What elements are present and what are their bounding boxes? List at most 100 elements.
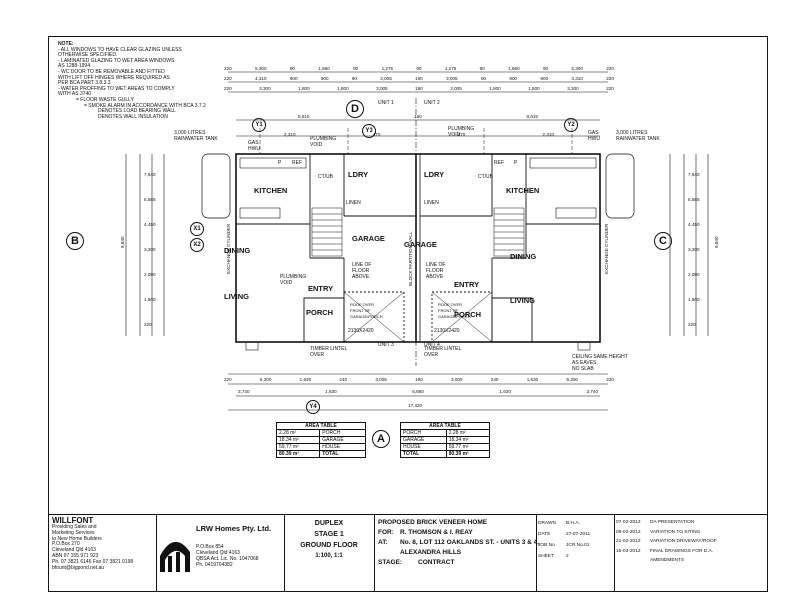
- title-block-divider: [284, 514, 285, 592]
- address: No. 8, LOT 112 OAKLANDS ST. - UNITS 3 & …: [400, 539, 540, 546]
- grid-y3: Y3: [362, 124, 376, 138]
- island-bench: [239, 207, 281, 219]
- grid-x1: X1: [190, 222, 204, 236]
- tub-label: CT/UB: [318, 174, 333, 180]
- pantry-label: P: [514, 160, 518, 166]
- grid-x2: X2: [190, 238, 204, 252]
- amendment-row: AMENDMENTS: [650, 558, 685, 563]
- room-living: LIVING: [510, 296, 536, 305]
- title-block-divider: [156, 514, 157, 592]
- section-marker-left: B: [66, 232, 84, 250]
- note-line: - WC DOOR TO BE REMOVABLE AND FITTED: [58, 68, 165, 75]
- outer-wall: [235, 153, 601, 343]
- room-ldry: LDRY: [348, 170, 369, 179]
- dim-total: 17,420: [408, 403, 423, 408]
- room-porch: PORCH: [454, 310, 482, 319]
- company-line: Marketing Services: [52, 529, 95, 536]
- legend-insulation: DENOTES WALL INSULATION: [98, 113, 168, 120]
- company-name: WILLFONT: [52, 516, 94, 525]
- notes-box: NOTE: - ALL WINDOWS TO HAVE CLEAR GLAZIN…: [58, 41, 218, 134]
- legend-smoke-alarm: = SMOKE ALARM IN ACCORDANCE WITH BCA 3.7…: [84, 102, 206, 109]
- room-linen: LINEN: [346, 200, 361, 206]
- rainwater-tank-note: 3,000 LITRES RAINWATER TANK: [616, 130, 660, 142]
- builder-line: QBSA Act. Lic. No. 1047068: [196, 556, 259, 562]
- fridge-label: REF: [494, 160, 504, 166]
- stoop: [245, 341, 259, 351]
- roof-over-note: ROOF OVER FRONT OF GARAGE/PORCH: [438, 302, 471, 319]
- company-line: P.O.Box 270: [52, 541, 80, 548]
- project-block: PROPOSED BRICK VENEER HOME FOR:R. THOMSO…: [378, 519, 540, 566]
- bench: [239, 157, 307, 169]
- unit-label: UNIT 3: [378, 342, 394, 348]
- roof-over-outline: [431, 291, 493, 343]
- room-ldry: LDRY: [424, 170, 445, 179]
- drawing-scale: 1:100, 1:1: [315, 553, 343, 559]
- room-porch: PORCH: [306, 308, 334, 317]
- legend-floor-waste: = FLOOR WASTE GULLY: [76, 96, 134, 103]
- company-line: Cleveland Qld 4163: [52, 547, 96, 554]
- room-kitchen: KITCHEN: [506, 186, 540, 195]
- floor-plan-linework: [125, 71, 709, 411]
- note-line: - LAMINATED GLAZING TO WET AREA WINDOWS: [58, 57, 175, 64]
- room-dining: DINING: [510, 252, 537, 261]
- notes-title: NOTE:: [58, 41, 74, 47]
- rainwater-tank-note: 3,000 LITRES RAINWATER TANK: [174, 130, 218, 142]
- note-line: - ALL WINDOWS TO HAVE CLEAR GLAZING UNLE…: [58, 46, 182, 53]
- builder-name: LRW Homes Pty. Ltd.: [196, 524, 272, 533]
- legend-load-bearing: DENOTES LOAD BEARING WALL: [98, 108, 176, 115]
- company-line: Providing Sales and: [52, 524, 97, 530]
- rainwater-tank: [201, 153, 231, 219]
- company-line: bfount@bigpond.net.au: [52, 564, 105, 571]
- grid-y1: Y1: [252, 118, 266, 132]
- room-kitchen: KITCHEN: [254, 186, 288, 195]
- timber-lintel-note: TIMBER LINTEL OVER: [424, 346, 462, 358]
- builder-logo-icon: [160, 541, 190, 572]
- note-line: - WATER PROFFING TO WET AREAS TO COMPLY: [58, 85, 175, 92]
- bench: [529, 157, 597, 169]
- note-line: OTHERWISE SPECIFIED.: [58, 52, 118, 59]
- room-living: LIVING: [224, 292, 250, 301]
- section-marker-right: C: [654, 232, 672, 250]
- room-entry: ENTRY: [308, 284, 334, 293]
- drawing-stage: STAGE 1: [314, 531, 344, 538]
- unit-label: UNIT 4: [424, 342, 440, 348]
- island-bench: [555, 207, 597, 219]
- title-block-divider: [614, 514, 615, 592]
- roof-over-outline: [343, 291, 405, 343]
- note-line: WITH LIFT OFF HINGES WHERE REQUIRED AS: [58, 74, 170, 81]
- plumbing-void-note: PLUMBING VOID: [280, 274, 307, 286]
- drawing-type: DUPLEX: [314, 520, 344, 527]
- grid-y4: Y4: [306, 400, 320, 414]
- unit-label: UNIT 1: [378, 100, 394, 106]
- note-line: WITH AS 3740: [58, 91, 92, 98]
- pantry-label: P: [278, 160, 282, 166]
- room-dining: DINING: [224, 246, 251, 255]
- tub-label: CT/UB: [478, 174, 493, 180]
- project-title: PROPOSED BRICK VENEER HOME: [378, 519, 488, 526]
- unit-label: UNIT 2: [424, 100, 440, 106]
- plumbing-void-note: PLUMBING VOID: [310, 136, 337, 148]
- title-block-divider: [536, 514, 537, 592]
- note-line: PER BCA PART 3.8.3.3: [58, 80, 111, 87]
- gas-hwu-note: GAS HWU: [588, 130, 600, 142]
- drawing-info: DUPLEX STAGE 1 GROUND FLOOR 1:100, 1:1: [286, 518, 372, 562]
- room-garage: GARAGE: [404, 240, 437, 249]
- builder-line: Ph. 0419704382: [196, 562, 233, 568]
- drawing-level: GROUND FLOOR: [300, 542, 358, 549]
